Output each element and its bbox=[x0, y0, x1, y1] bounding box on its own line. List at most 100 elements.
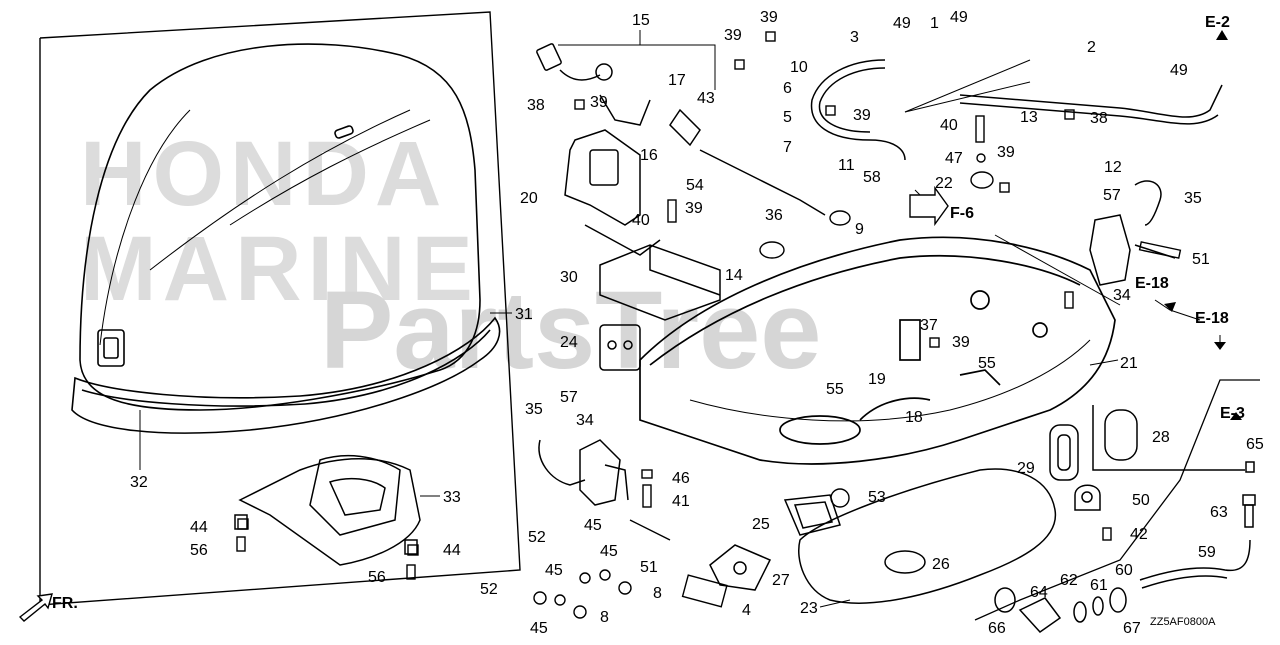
callout-18: 18 bbox=[905, 409, 923, 426]
callout-39-f: 39 bbox=[997, 144, 1015, 161]
front-direction-arrow: FR. bbox=[18, 593, 78, 622]
callout-49-c: 49 bbox=[1170, 62, 1188, 79]
air-intake-cover bbox=[234, 454, 421, 566]
callout-14: 14 bbox=[725, 267, 743, 284]
callout-17: 17 bbox=[668, 72, 686, 89]
callout-22: 22 bbox=[935, 175, 953, 192]
plate-27 bbox=[709, 544, 772, 591]
cowl-seal bbox=[71, 316, 501, 434]
callout-37: 37 bbox=[920, 317, 938, 334]
leader-lines bbox=[139, 30, 1221, 608]
hose-3 bbox=[810, 59, 906, 161]
left-lock-bracket bbox=[538, 439, 629, 506]
callout-33: 33 bbox=[443, 489, 461, 506]
callout-65: 65 bbox=[1246, 436, 1264, 453]
callout-63: 63 bbox=[1210, 504, 1228, 521]
callout-5: 5 bbox=[783, 109, 792, 126]
callout-38-a: 38 bbox=[527, 97, 545, 114]
watermark-brand-top: HONDA bbox=[80, 123, 447, 225]
callout-47: 47 bbox=[945, 150, 963, 167]
top-cowl-panel bbox=[39, 11, 521, 606]
callout-49-a: 49 bbox=[893, 15, 911, 32]
callout-59: 59 bbox=[1198, 544, 1216, 561]
hose-2 bbox=[959, 84, 1223, 125]
e3-panel-outline bbox=[974, 379, 1260, 621]
callout-50: 50 bbox=[1132, 492, 1150, 509]
callout-24: 24 bbox=[560, 334, 578, 351]
callout-30: 30 bbox=[560, 269, 578, 286]
callout-64: 64 bbox=[1030, 584, 1048, 601]
callout-56-b: 56 bbox=[368, 569, 386, 586]
bottom-seal bbox=[798, 468, 1057, 604]
section-ref-e2: E-2 bbox=[1205, 14, 1230, 31]
callout-9: 9 bbox=[855, 221, 864, 238]
callout-8-a: 8 bbox=[653, 585, 662, 602]
watermark-site: PartsTree bbox=[320, 269, 821, 392]
callout-51-a: 51 bbox=[1192, 251, 1210, 268]
callout-4: 4 bbox=[742, 602, 751, 619]
callout-7: 7 bbox=[783, 139, 792, 156]
reference-arrows bbox=[1164, 30, 1242, 420]
callout-61: 61 bbox=[1090, 577, 1108, 594]
callout-52-b: 52 bbox=[480, 581, 498, 598]
spacer-4 bbox=[681, 574, 728, 608]
callout-57-a: 57 bbox=[560, 389, 578, 406]
callout-13: 13 bbox=[1020, 109, 1038, 126]
front-direction-label: FR. bbox=[52, 595, 78, 612]
callout-54: 54 bbox=[686, 177, 704, 194]
callout-34-a: 34 bbox=[576, 412, 594, 429]
cable-holder bbox=[599, 244, 721, 321]
callout-28: 28 bbox=[1152, 429, 1170, 446]
drawing-code: ZZ5AF0800A bbox=[1150, 616, 1216, 628]
callout-15: 15 bbox=[632, 12, 650, 29]
callout-53: 53 bbox=[868, 489, 886, 506]
callout-36: 36 bbox=[765, 207, 783, 224]
callout-52-a: 52 bbox=[528, 529, 546, 546]
callout-26: 26 bbox=[932, 556, 950, 573]
callout-44-a: 44 bbox=[190, 519, 208, 536]
callout-19: 19 bbox=[868, 371, 886, 388]
callout-46: 46 bbox=[672, 470, 690, 487]
top-cowl-shape bbox=[79, 43, 481, 411]
callout-labels: 1 2 3 4 5 6 7 8 8 9 10 11 12 13 14 15 16… bbox=[130, 9, 1264, 637]
callout-45-b: 45 bbox=[600, 543, 618, 560]
callout-49-b: 49 bbox=[950, 9, 968, 26]
callout-43: 43 bbox=[697, 90, 715, 107]
callout-25: 25 bbox=[752, 516, 770, 533]
bolt-63 bbox=[1242, 461, 1256, 528]
callout-41: 41 bbox=[672, 493, 690, 510]
callout-67: 67 bbox=[1123, 620, 1141, 637]
callout-6: 6 bbox=[783, 80, 792, 97]
callout-2: 2 bbox=[1087, 39, 1096, 56]
grommet-26 bbox=[884, 550, 926, 574]
callout-45-c: 45 bbox=[545, 562, 563, 579]
section-ref-f6: F-6 bbox=[950, 205, 974, 222]
callout-21: 21 bbox=[1120, 355, 1138, 372]
callout-45-d: 45 bbox=[530, 620, 548, 637]
callout-39-d: 39 bbox=[853, 107, 871, 124]
callout-32: 32 bbox=[130, 474, 148, 491]
f6-direction-arrow bbox=[909, 185, 949, 227]
grommet bbox=[599, 324, 641, 371]
callout-40-b: 40 bbox=[940, 117, 958, 134]
callout-10: 10 bbox=[790, 59, 808, 76]
callout-39-e: 39 bbox=[685, 200, 703, 217]
callout-62: 62 bbox=[1060, 572, 1078, 589]
wire-harness bbox=[536, 43, 826, 216]
callout-16: 16 bbox=[640, 147, 658, 164]
callout-23: 23 bbox=[800, 600, 818, 617]
watermark-brand-bottom: MARINE bbox=[80, 218, 479, 320]
callout-1: 1 bbox=[930, 15, 939, 32]
section-ref-e18-b: E-18 bbox=[1195, 310, 1229, 327]
fitting-assembly bbox=[994, 587, 1127, 633]
callout-29: 29 bbox=[1017, 460, 1035, 477]
callout-11: 11 bbox=[838, 157, 855, 174]
callout-60: 60 bbox=[1115, 562, 1133, 579]
callout-12: 12 bbox=[1104, 159, 1122, 176]
callout-34-b: 34 bbox=[1113, 287, 1131, 304]
callout-39-a: 39 bbox=[590, 94, 608, 111]
callout-57-b: 57 bbox=[1103, 187, 1121, 204]
callout-56-a: 56 bbox=[190, 542, 208, 559]
callout-55-b: 55 bbox=[978, 355, 996, 372]
